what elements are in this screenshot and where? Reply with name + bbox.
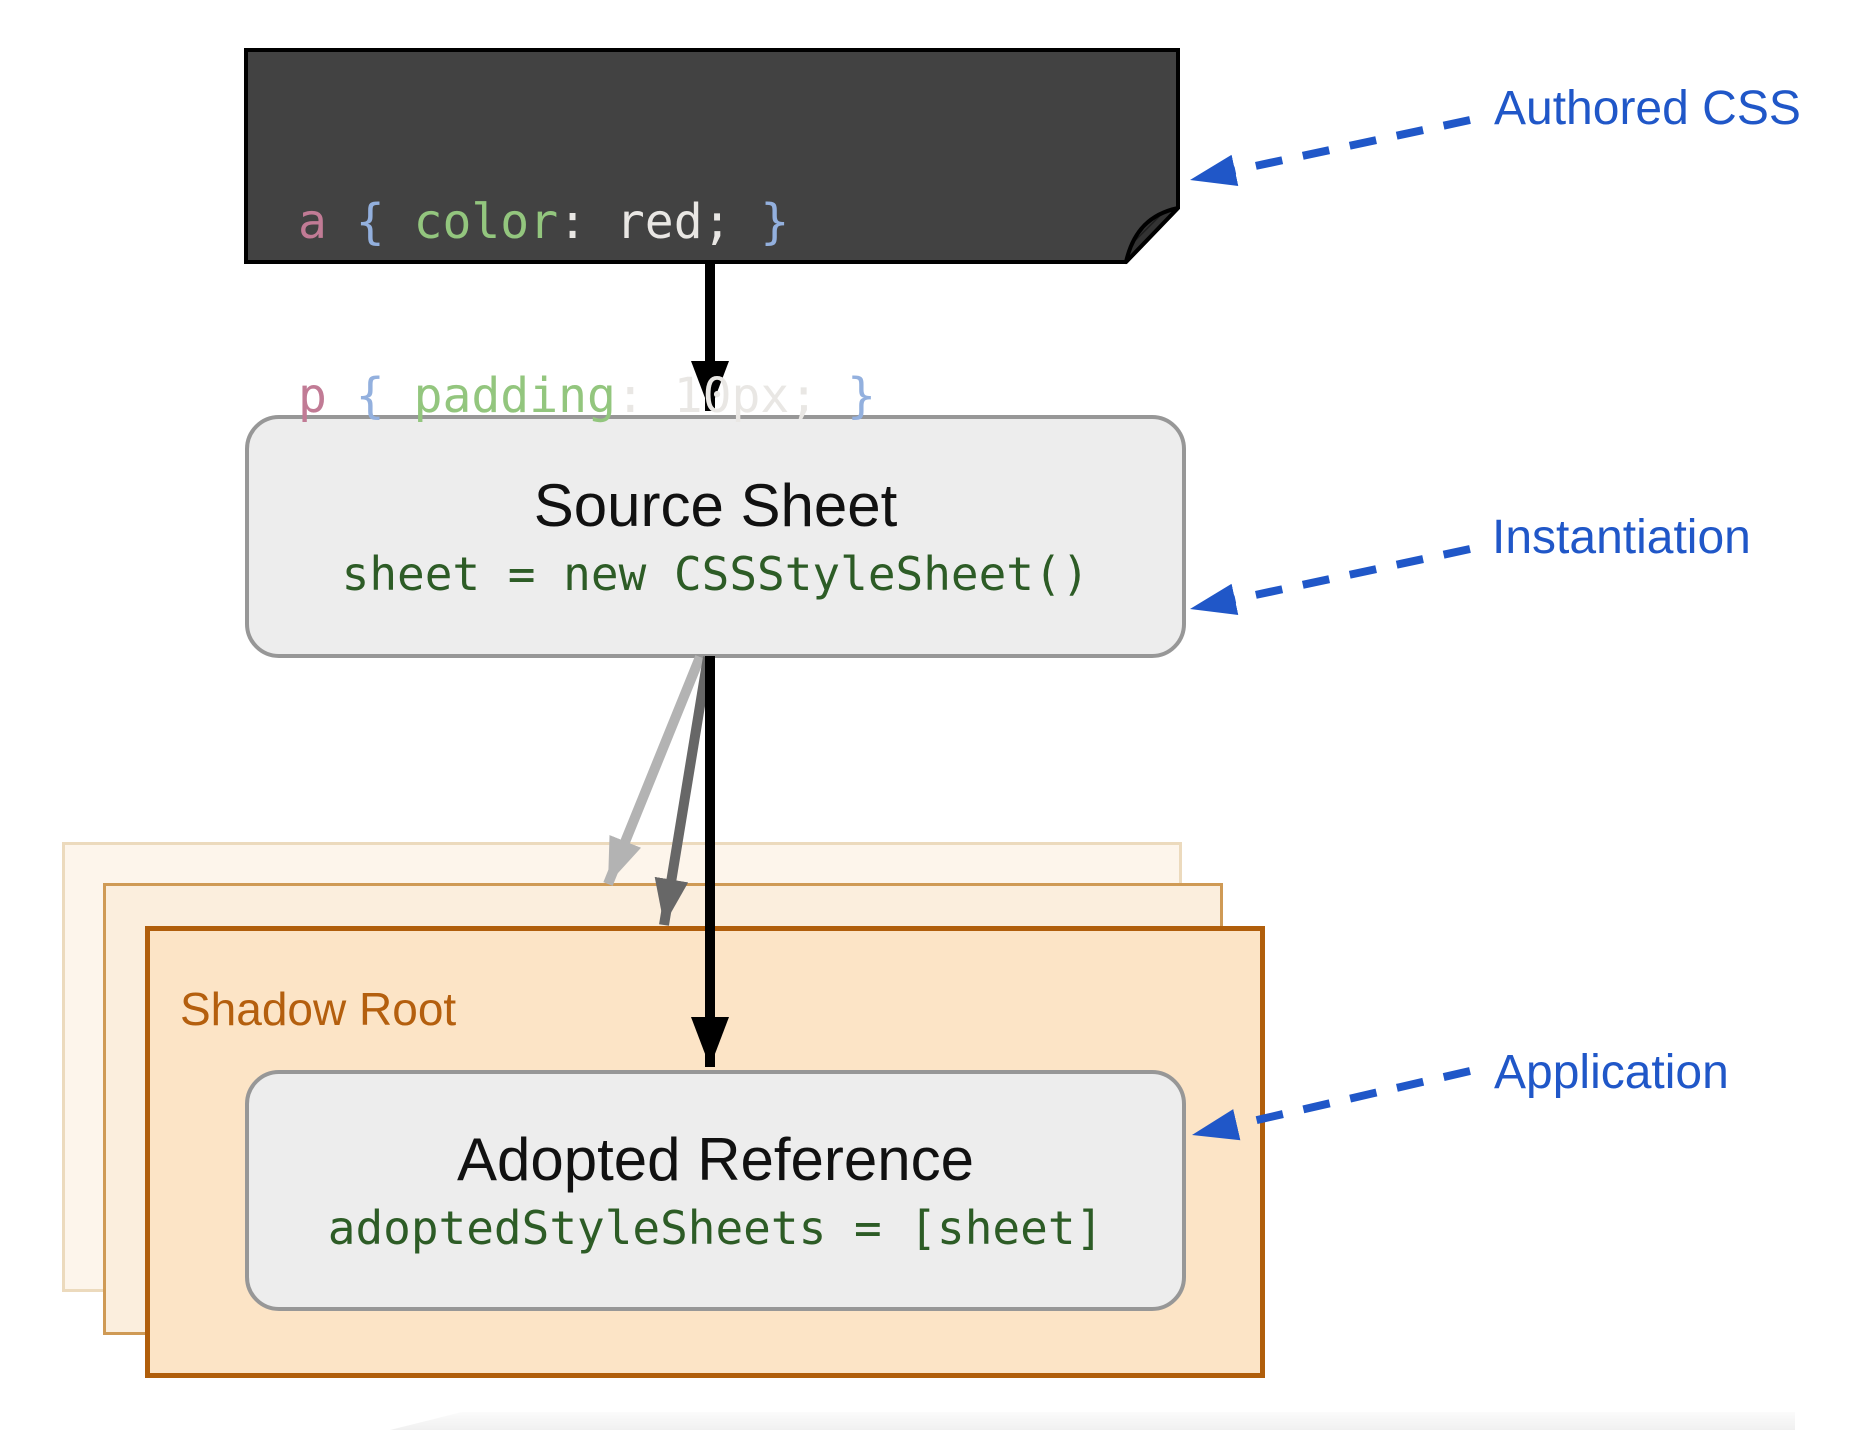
authored-css-line-2: p { padding: 10px; } (298, 368, 876, 424)
adopted-reference-code: adoptedStyleSheets = [sheet] (327, 1200, 1104, 1255)
slab-folded-corner (1124, 206, 1180, 264)
source-sheet-title: Source Sheet (533, 471, 898, 539)
shadow-root-label: Shadow Root (180, 983, 457, 1035)
source-sheet-box: Source Sheet sheet = new CSSStyleSheet() (245, 415, 1186, 658)
authored-css-code: a { color: red; } p { padding: 10px; } (298, 77, 876, 483)
source-sheet-code: sheet = new CSSStyleSheet() (341, 546, 1090, 601)
adopted-reference-title: Adopted Reference (456, 1125, 975, 1193)
arrow-authored-css (1189, 116, 1471, 187)
annotation-application: Application (1494, 1046, 1729, 1099)
authored-css-line-1: a { color: red; } (298, 194, 790, 250)
page-ghost-shadow (390, 1412, 1795, 1430)
annotation-authored-css: Authored CSS (1494, 82, 1801, 135)
adopted-reference-box: Adopted Reference adoptedStyleSheets = [… (245, 1070, 1186, 1311)
arrow-instantiation (1189, 545, 1471, 616)
annotation-instantiation: Instantiation (1492, 511, 1751, 564)
